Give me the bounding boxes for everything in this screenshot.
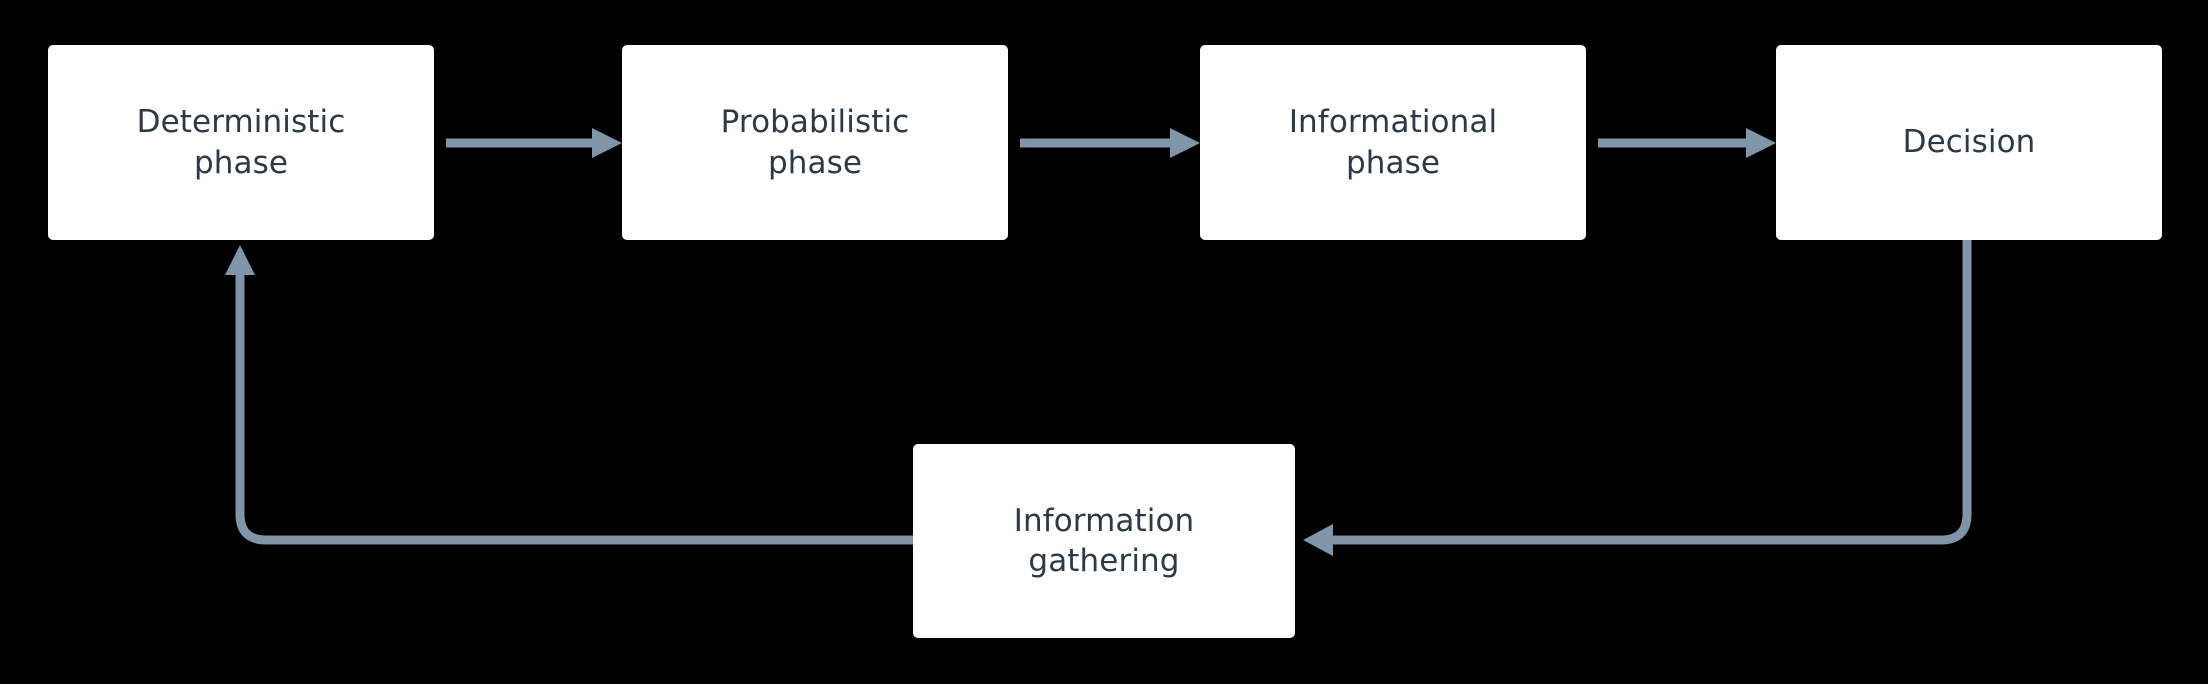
arrowhead-icon <box>225 245 255 275</box>
arrowhead-icon <box>1170 128 1200 158</box>
edge-line <box>235 267 918 545</box>
edge-line <box>1325 236 1972 545</box>
node-probabilistic-phase[interactable]: Probabilistic phase <box>622 45 1008 240</box>
node-label: Decision <box>1902 124 2036 161</box>
node-label: Probabilistic phase <box>720 104 910 181</box>
edge-decision-to-infogathering <box>1303 236 1972 556</box>
edge-deterministic-to-probabilistic <box>446 128 622 158</box>
edge-informational-to-decision <box>1598 128 1776 158</box>
arrowhead-icon <box>592 128 622 158</box>
node-deterministic-phase[interactable]: Deterministic phase <box>48 45 434 240</box>
arrowhead-icon <box>1746 128 1776 158</box>
node-information-gathering[interactable]: Information gathering <box>913 444 1295 638</box>
node-label: Deterministic phase <box>136 104 346 181</box>
node-label: Information gathering <box>1013 502 1195 579</box>
arrowhead-icon <box>1303 524 1333 556</box>
node-label: Informational phase <box>1288 104 1498 181</box>
node-informational-phase[interactable]: Informational phase <box>1200 45 1586 240</box>
node-decision[interactable]: Decision <box>1776 45 2162 240</box>
edge-probabilistic-to-informational <box>1020 128 1200 158</box>
edge-infogathering-to-deterministic <box>225 245 918 545</box>
